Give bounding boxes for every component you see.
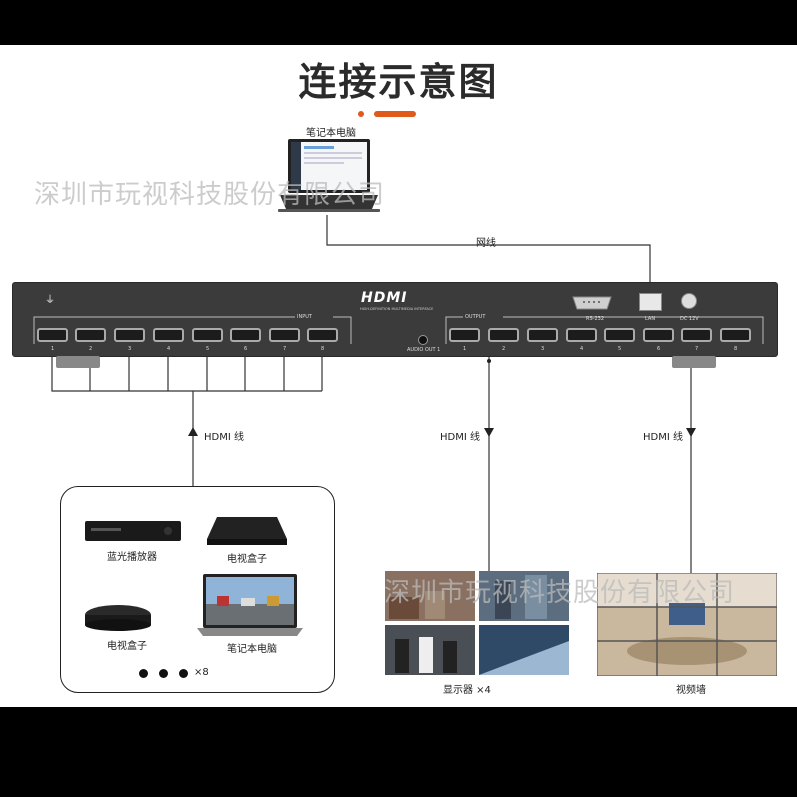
hdmi-logo: HDMI <box>361 290 408 306</box>
hdmi-output-port-5[interactable] <box>604 328 635 342</box>
hdmi-output-port-1[interactable] <box>449 328 480 342</box>
input-port-number: 4 <box>167 346 171 352</box>
input-cable-label: HDMI 线 <box>204 432 244 443</box>
output-wall-cable-label: HDMI 线 <box>643 432 683 443</box>
diagram-canvas: 连接示意图 笔记本电脑 <box>0 45 797 707</box>
input-bus-line <box>51 355 322 392</box>
bluray-player-icon <box>85 521 181 541</box>
tv-box-icon <box>207 517 287 545</box>
network-cable-line <box>326 215 651 283</box>
hdmi-input-port-1[interactable] <box>37 328 68 342</box>
hdmi-input-port-6[interactable] <box>230 328 261 342</box>
dc-label: DC 12V <box>680 316 699 322</box>
input-group-frame <box>33 316 352 344</box>
video-wall-label: 视频墙 <box>676 685 706 696</box>
displays-label: 显示器 ×4 <box>443 685 491 696</box>
hdmi-output-port-8[interactable] <box>720 328 751 342</box>
laptop-top-icon <box>278 139 380 212</box>
hdmi-output-port-6[interactable] <box>643 328 674 342</box>
hdmi-input-port-2[interactable] <box>75 328 106 342</box>
hdmi-logo-sub: HIGH-DEFINITION MULTIMEDIA INTERFACE <box>360 307 434 311</box>
output-port-number: 8 <box>734 346 738 352</box>
hdmi-matrix-switcher: ⏚ HDMI HIGH-DEFINITION MULTIMEDIA INTERF… <box>12 282 778 357</box>
tvbox2-label: 电视盒子 <box>107 641 147 652</box>
laptop-source-icon <box>197 574 303 636</box>
lan-label: LAN <box>645 316 656 322</box>
display-screens <box>385 571 569 675</box>
audio-jack[interactable] <box>418 335 428 345</box>
input-port-number: 6 <box>244 346 248 352</box>
rs232-label: RS-232 <box>586 316 604 322</box>
laptop-top-label: 笔记本电脑 <box>306 128 356 139</box>
output-port-number: 6 <box>657 346 661 352</box>
laptop-source-label: 笔记本电脑 <box>227 644 277 655</box>
more-dot-2 <box>159 669 168 678</box>
output-port-number: 5 <box>618 346 622 352</box>
hdmi-output-port-2[interactable] <box>488 328 519 342</box>
diagram-title: 连接示意图 <box>298 60 499 104</box>
hdmi-output-port-3[interactable] <box>527 328 558 342</box>
input-port-number: 1 <box>51 346 55 352</box>
input-port-number: 3 <box>128 346 132 352</box>
hdmi-input-port-7[interactable] <box>269 328 300 342</box>
hdmi-input-port-8[interactable] <box>307 328 338 342</box>
input-port-number: 8 <box>321 346 325 352</box>
more-dot-3 <box>179 669 188 678</box>
output-port-number: 7 <box>695 346 699 352</box>
source-count-label: ×8 <box>194 667 209 678</box>
input-label: INPUT <box>297 314 312 320</box>
more-dot-1 <box>139 669 148 678</box>
display-arrow <box>484 428 494 437</box>
watermark-top: 深圳市玩视科技股份有限公司 <box>34 180 386 210</box>
network-cable-label: 网线 <box>476 238 496 249</box>
output-label: OUTPUT <box>465 314 486 320</box>
input-port-number: 7 <box>283 346 287 352</box>
audio-out-label: AUDIO OUT 1 <box>407 347 441 353</box>
output-port-number: 2 <box>502 346 506 352</box>
input-port-number: 5 <box>206 346 210 352</box>
output-display-cable-label: HDMI 线 <box>440 432 480 443</box>
lan-port[interactable] <box>639 293 662 311</box>
device-foot-right <box>672 356 716 368</box>
video-wall-screens <box>597 573 777 676</box>
hdmi-input-port-4[interactable] <box>153 328 184 342</box>
output-port-number: 3 <box>541 346 545 352</box>
title-deco-bar <box>374 111 416 117</box>
output-group-frame <box>445 316 764 344</box>
hdmi-output-port-4[interactable] <box>566 328 597 342</box>
hdmi-output-port-7[interactable] <box>681 328 712 342</box>
output-port-number: 1 <box>463 346 467 352</box>
rs232-port[interactable] <box>570 295 614 311</box>
input-arrow <box>188 427 198 436</box>
input-port-number: 2 <box>89 346 93 352</box>
output-port-number: 4 <box>580 346 584 352</box>
bluray-label: 蓝光播放器 <box>107 552 157 563</box>
dc-power-jack[interactable] <box>681 293 697 309</box>
device-foot-left <box>56 356 100 368</box>
hdmi-input-port-3[interactable] <box>114 328 145 342</box>
wall-arrow <box>686 428 696 437</box>
tv-box-2-icon <box>85 605 151 631</box>
ground-icon: ⏚ <box>45 295 55 306</box>
title-deco-dot <box>358 111 364 117</box>
watermark-bottom: 深圳市玩视科技股份有限公司 <box>384 578 736 608</box>
hdmi-input-port-5[interactable] <box>192 328 223 342</box>
source-devices-box: 蓝光播放器 电视盒子 电视盒子 笔记本电脑 ×8 <box>60 486 335 693</box>
tvbox-label: 电视盒子 <box>227 554 267 565</box>
